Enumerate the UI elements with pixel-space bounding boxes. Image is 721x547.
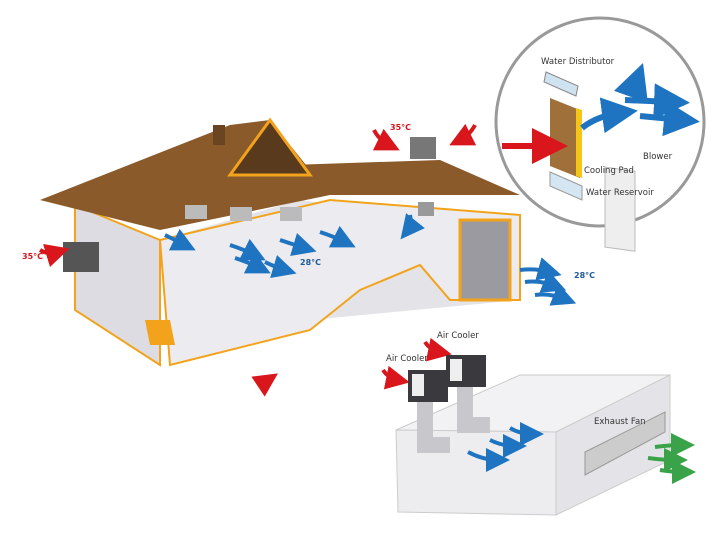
label-air-cooler-1: Air Cooler: [386, 354, 428, 364]
house: [40, 117, 521, 367]
blower-out-arrow: [624, 83, 690, 120]
industrial-space: Air Cooler Air Cooler Exhaust Fan: [386, 331, 696, 516]
exhaust-air-arrows: [647, 433, 696, 484]
roof-gable: [227, 117, 313, 177]
hot-air-arrows: [38, 123, 477, 397]
wall-air-cooler: [63, 242, 99, 272]
cooling-pad-edge: [576, 108, 582, 178]
label-cooling-pad: Cooling Pad: [584, 166, 634, 176]
blower-part: [604, 166, 636, 252]
air-cooler-filter: [450, 359, 462, 381]
temp-inside: 28°C: [300, 258, 321, 267]
temp-outside-roof: 35°C: [390, 123, 411, 132]
roof-air-cooler: [410, 137, 436, 159]
ceiling-outlet: [418, 202, 434, 216]
cool-air-out-arrow: [580, 97, 638, 134]
industrial-cool-arrows: [467, 421, 544, 472]
roof-right: [290, 160, 520, 195]
duct-1: [417, 395, 450, 453]
air-cooler-filter: [412, 374, 424, 396]
cool-air-arrows: [164, 213, 577, 306]
duct-2: [457, 372, 490, 433]
ceiling-vents: [185, 205, 302, 221]
blower-out-arrow: [639, 100, 700, 137]
water-distributor-part: [543, 71, 579, 97]
doorway: [458, 218, 512, 302]
label-water-reservoir: Water Reservoir: [586, 188, 654, 198]
label-exhaust-fan: Exhaust Fan: [594, 417, 646, 427]
stairs: [145, 320, 175, 345]
label-air-cooler-2: Air Cooler: [437, 331, 479, 341]
label-blower: Blower: [643, 152, 673, 162]
temp-outflow: 28°C: [574, 271, 595, 280]
exhaust-fan-unit: [584, 411, 666, 476]
blower-out-arrow: [613, 63, 648, 104]
chimney: [213, 125, 225, 145]
water-reservoir-part: [549, 171, 583, 201]
temp-outside-left: 35°C: [22, 252, 43, 261]
cooler-detail-inset: Water Distributor Cooling Pad Blower Wat…: [494, 16, 706, 252]
label-water-distributor: Water Distributor: [541, 57, 615, 67]
cooling-pad-part: [550, 98, 580, 178]
house-left-wall: [74, 203, 161, 367]
